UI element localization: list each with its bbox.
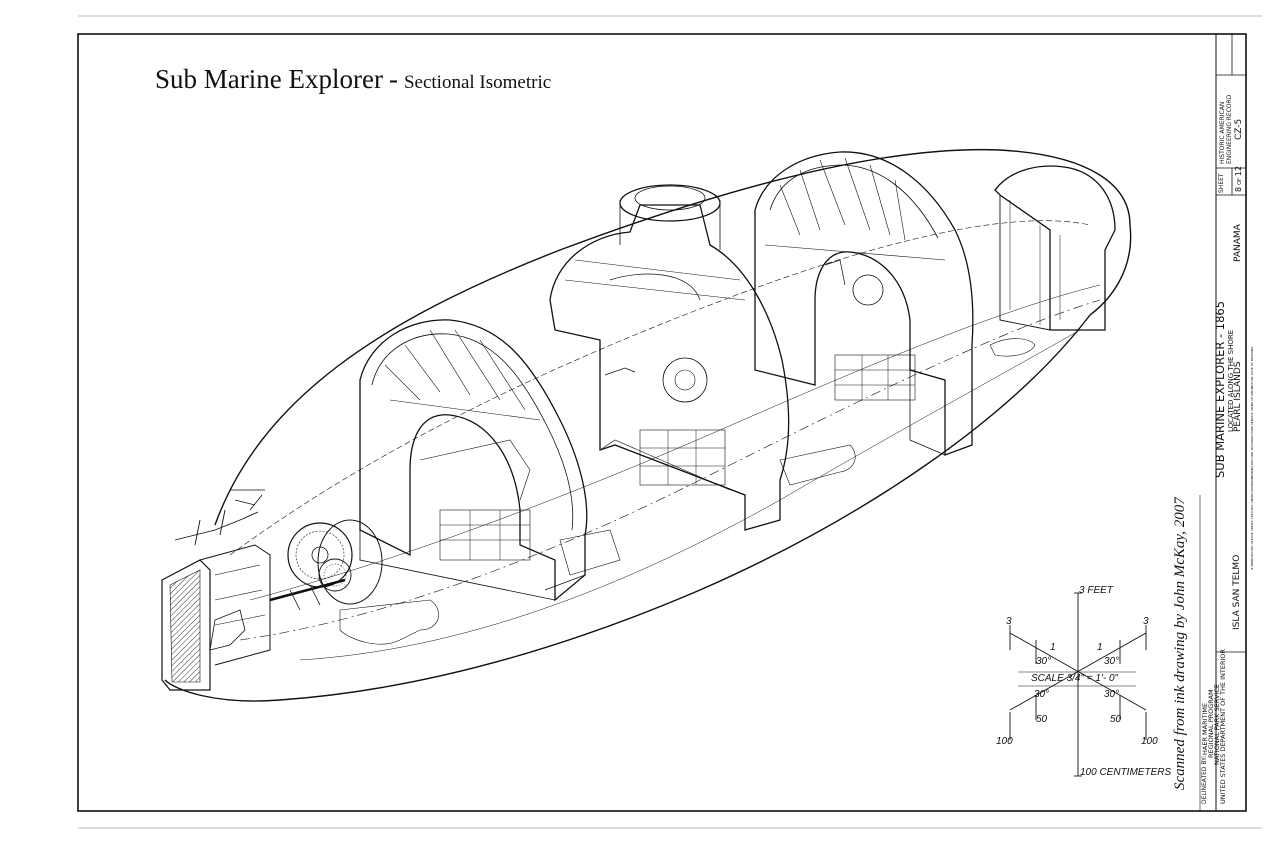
fine-print: IF REPRODUCED, PLEASE CREDIT: HISTORIC A… xyxy=(1250,346,1254,570)
drawing-title: Sub Marine Explorer-Sectional Isometric xyxy=(155,64,551,95)
hull xyxy=(164,148,1132,702)
project-islands: PEARL ISLANDS xyxy=(1233,361,1243,432)
title-subtitle: Sectional Isometric xyxy=(403,72,552,93)
hull-section-3 xyxy=(754,151,974,456)
scale-right-top-inner: 1 xyxy=(1097,642,1103,653)
project-title: SUB MARINE EXPLORER - 1865 xyxy=(1213,300,1227,478)
scale-left-bottom-outer: 100 xyxy=(996,736,1013,747)
title-dash: - xyxy=(388,64,398,94)
sheet-total: 12 xyxy=(1234,165,1243,177)
scale-left-top-outer: 3 xyxy=(1006,616,1012,627)
scale-bottom-label: 100 CENTIMETERS xyxy=(1080,767,1172,778)
credit-text: Scanned from ink drawing by John McKay, … xyxy=(1172,497,1188,790)
hull-section-2 xyxy=(549,184,790,531)
record-line-1: HISTORIC AMERICAN xyxy=(1219,101,1226,164)
hull-nose-section xyxy=(994,165,1116,331)
scale-text: SCALE 3/4" = 1'- 0" xyxy=(1031,673,1119,684)
scale-angle-lr: 30° xyxy=(1104,689,1120,700)
agency-line-4: UNITED STATES DEPARTMENT OF THE INTERIOR xyxy=(1219,648,1227,804)
sheet-number-group: 8 OF 12 xyxy=(1234,166,1243,192)
scale-angle-ll: 30° xyxy=(1034,689,1050,700)
scale-left-bottom-inner: 50 xyxy=(1036,714,1048,725)
scale-angle-ul: 30° xyxy=(1036,656,1052,667)
hull-section-1 xyxy=(359,319,588,602)
location-left: ISLA SAN TELMO xyxy=(1232,554,1242,630)
delineated-by-label: DELINEATED BY: xyxy=(1201,755,1208,804)
drawing-border xyxy=(77,33,1247,812)
sheet-number: 8 xyxy=(1234,186,1243,192)
stern-machinery xyxy=(161,489,383,691)
scale-left-top-inner: 1 xyxy=(1050,642,1056,653)
title-main: Sub Marine Explorer xyxy=(155,64,383,94)
sheet-label: SHEET xyxy=(1218,173,1225,193)
scale-graphic xyxy=(1009,592,1147,777)
title-block xyxy=(1199,34,1247,811)
record-line-2: ENGINEERING RECORD xyxy=(1226,94,1233,164)
location-right: PANAMA xyxy=(1233,224,1243,262)
sheet-of: OF xyxy=(1237,178,1243,185)
scale-right-bottom-inner: 50 xyxy=(1110,714,1122,725)
scale-right-bottom-outer: 100 xyxy=(1141,736,1158,747)
scale-top-label: 3 FEET xyxy=(1079,585,1113,596)
scale-angle-ur: 30° xyxy=(1104,656,1120,667)
scale-right-top-outer: 3 xyxy=(1143,616,1149,627)
record-id: CZ-5 xyxy=(1234,118,1244,140)
